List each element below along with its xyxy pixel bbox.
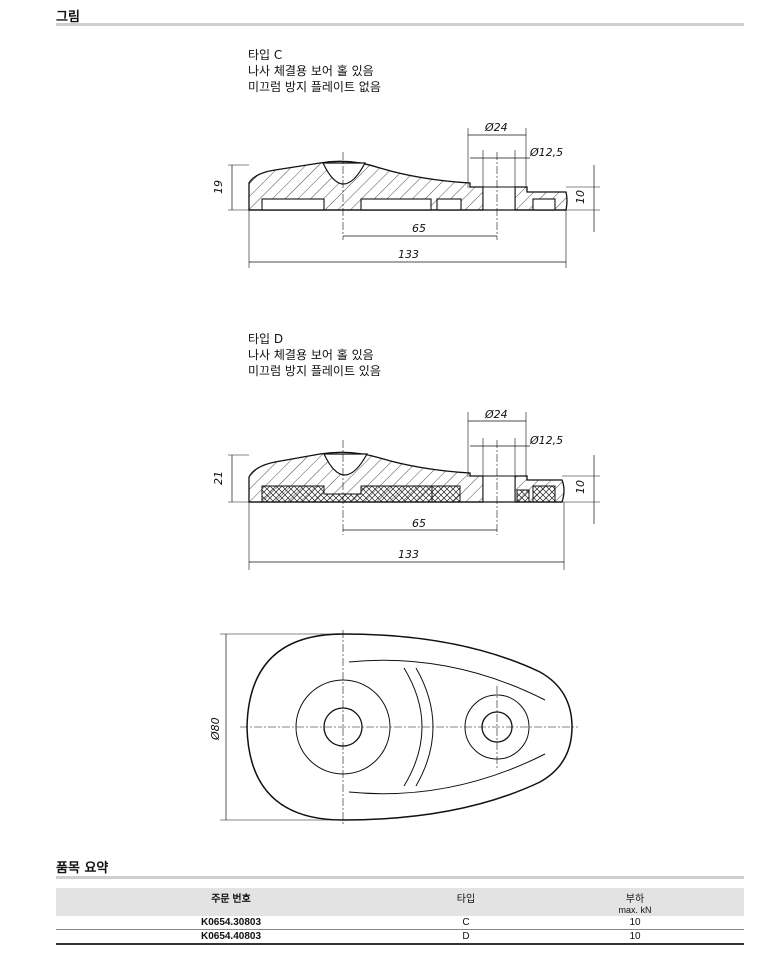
type-d-caption: 타입 D 나사 체결용 보어 홀 있음 미끄럼 방지 플레이트 있음 xyxy=(248,331,381,379)
type-c-section-drawing: Ø24 Ø12,5 19 10 65 133 xyxy=(212,121,600,268)
dim-width: Ø80 xyxy=(209,717,222,741)
dim-bore-outer: Ø24 xyxy=(484,121,508,134)
header-type: 타입 xyxy=(406,888,526,916)
dim-step: 10 xyxy=(574,480,587,494)
dim-bore-inner: Ø12,5 xyxy=(529,146,563,159)
caption-line: 타입 D xyxy=(248,332,284,346)
table-row: K0654.30803 C 10 xyxy=(56,916,744,930)
dim-bore-inner: Ø12,5 xyxy=(529,434,563,447)
section-divider xyxy=(56,23,744,26)
caption-line: 나사 체결용 보어 홀 있음 xyxy=(248,64,374,78)
cell-order-no: K0654.30803 xyxy=(56,916,406,930)
type-d-section-drawing: Ø24 Ø12,5 21 10 65 133 xyxy=(212,408,600,570)
dim-bore-outer: Ø24 xyxy=(484,408,508,421)
drawings-section-title: 그림 xyxy=(56,10,80,25)
dim-length: 133 xyxy=(398,248,419,261)
cell-load: 10 xyxy=(526,929,744,945)
summary-section-title: 품목 요약 xyxy=(56,861,109,876)
caption-line: 미끄럼 방지 플레이트 없음 xyxy=(248,80,381,94)
section-divider xyxy=(56,876,744,879)
header-order-no: 주문 번호 xyxy=(56,888,406,916)
cell-order-no: K0654.40803 xyxy=(56,929,406,945)
caption-line: 나사 체결용 보어 홀 있음 xyxy=(248,348,374,362)
dim-length: 133 xyxy=(398,548,419,561)
item-summary-table: 주문 번호 타입 부하 max. kN K0654.30803 C 10 K06… xyxy=(56,888,744,945)
header-load-label: 부하 xyxy=(625,894,645,905)
dim-offset: 65 xyxy=(412,517,426,530)
header-load-unit: max. kN xyxy=(618,905,652,915)
caption-line: 미끄럼 방지 플레이트 있음 xyxy=(248,364,381,378)
cell-type: C xyxy=(406,916,526,930)
header-load: 부하 max. kN xyxy=(526,888,744,916)
plan-view-drawing: Ø80 xyxy=(209,630,578,826)
table-header-row: 주문 번호 타입 부하 max. kN xyxy=(56,888,744,916)
caption-line: 타입 C xyxy=(248,48,283,62)
cell-load: 10 xyxy=(526,916,744,930)
dim-height: 19 xyxy=(212,180,225,194)
type-c-caption: 타입 C 나사 체결용 보어 홀 있음 미끄럼 방지 플레이트 없음 xyxy=(248,47,381,95)
cell-type: D xyxy=(406,929,526,945)
dim-offset: 65 xyxy=(412,222,426,235)
dim-height: 21 xyxy=(212,471,225,485)
table-row: K0654.40803 D 10 xyxy=(56,929,744,945)
dim-step: 10 xyxy=(574,190,587,204)
